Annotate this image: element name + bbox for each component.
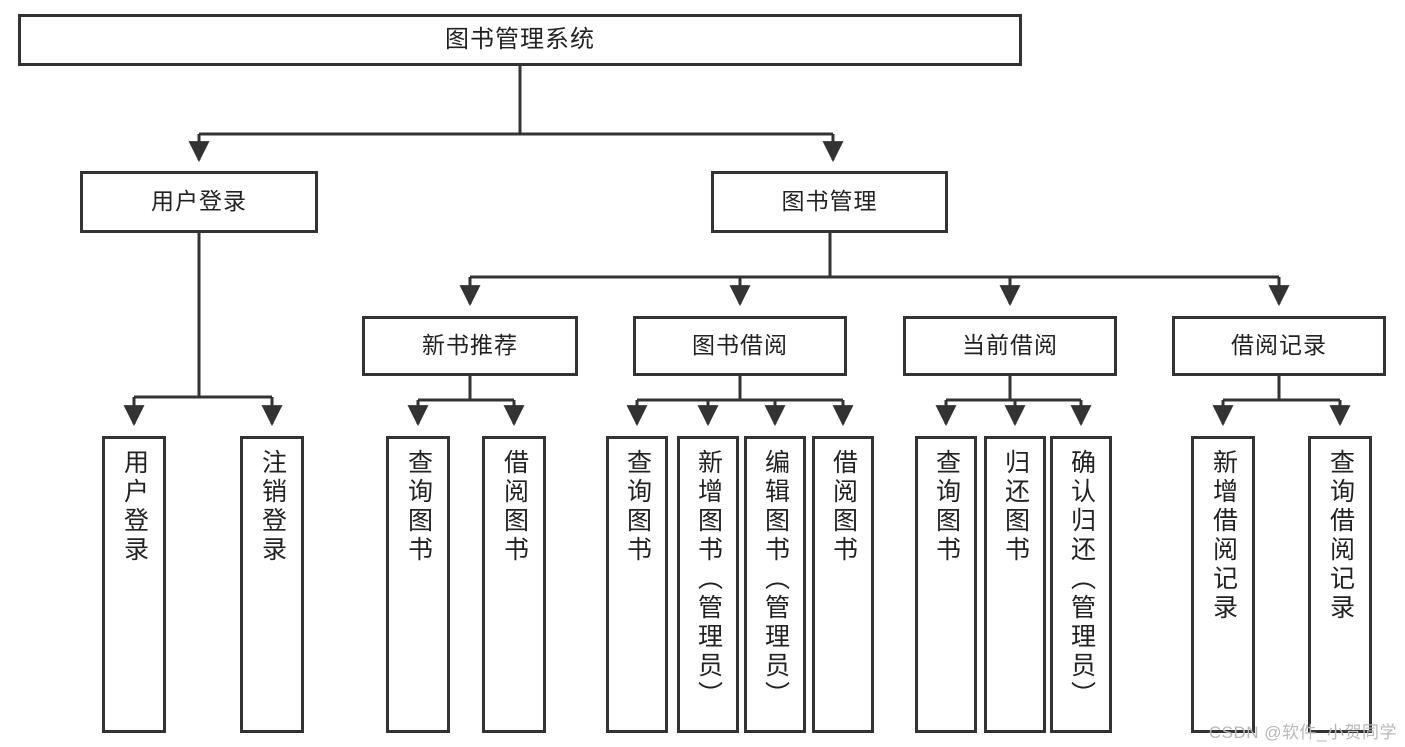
- node-leaf-query-book-current[interactable]: 查询图书: [915, 436, 977, 733]
- node-leaf-edit-book-admin[interactable]: 编辑图书（管理员）: [744, 436, 806, 733]
- node-label: 新书推荐: [422, 332, 518, 359]
- csdn-watermark: CSDN @软件_小贺同学: [1208, 723, 1397, 742]
- node-leaf-confirm-return-admin[interactable]: 确认归还（管理员）: [1050, 436, 1112, 733]
- node-leaf-add-book-admin[interactable]: 新增图书（管理员）: [677, 436, 739, 733]
- node-leaf-query-borrowing-record[interactable]: 查询借阅记录: [1308, 436, 1372, 733]
- node-label: 归还图书: [1001, 449, 1030, 565]
- node-label: 查询图书: [404, 449, 433, 565]
- node-current-borrowing[interactable]: 当前借阅: [903, 316, 1117, 376]
- node-leaf-logout[interactable]: 注销登录: [240, 436, 304, 733]
- node-label: 确认归还（管理员）: [1067, 449, 1096, 710]
- node-leaf-user-login[interactable]: 用户登录: [102, 436, 166, 733]
- node-label: 编辑图书（管理员）: [761, 449, 790, 710]
- node-book-management[interactable]: 图书管理: [711, 171, 948, 233]
- node-label: 用户登录: [120, 449, 149, 565]
- node-label: 借阅图书: [500, 449, 529, 565]
- node-label: 借阅记录: [1231, 332, 1327, 359]
- node-label: 新增借阅记录: [1209, 449, 1238, 623]
- node-label: 图书管理: [781, 188, 878, 215]
- node-label: 用户登录: [151, 188, 247, 215]
- node-label: 图书借阅: [692, 332, 788, 359]
- node-leaf-query-book-recommendation[interactable]: 查询图书: [386, 436, 450, 733]
- node-label: 新增图书（管理员）: [694, 449, 723, 710]
- node-leaf-add-borrowing-record[interactable]: 新增借阅记录: [1191, 436, 1255, 733]
- node-new-book-recommendation[interactable]: 新书推荐: [362, 316, 578, 376]
- node-label: 注销登录: [258, 449, 287, 565]
- node-borrowing-records[interactable]: 借阅记录: [1172, 316, 1386, 376]
- node-label: 借阅图书: [829, 449, 858, 565]
- node-root-book-management-system[interactable]: 图书管理系统: [18, 14, 1022, 66]
- node-label: 查询图书: [932, 449, 961, 565]
- node-user-login[interactable]: 用户登录: [80, 171, 318, 233]
- node-leaf-return-book[interactable]: 归还图书: [984, 436, 1046, 733]
- node-leaf-borrow-book-recommendation[interactable]: 借阅图书: [482, 436, 546, 733]
- node-leaf-query-book-borrowing[interactable]: 查询图书: [606, 436, 668, 733]
- node-label: 查询借阅记录: [1326, 449, 1355, 623]
- node-leaf-borrow-book-borrowing[interactable]: 借阅图书: [812, 436, 874, 733]
- node-label: 图书管理系统: [445, 25, 595, 53]
- node-book-borrowing[interactable]: 图书借阅: [633, 316, 847, 376]
- node-label: 查询图书: [623, 449, 652, 565]
- node-label: 当前借阅: [962, 332, 1058, 359]
